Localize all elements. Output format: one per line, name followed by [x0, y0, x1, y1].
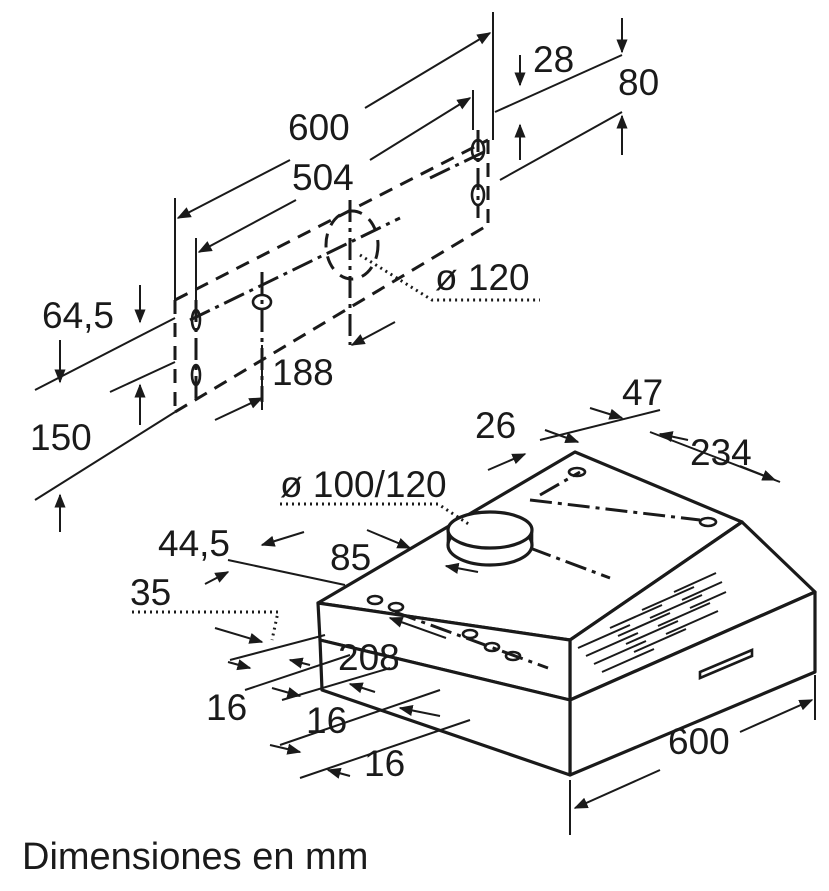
dim-150: 150 [30, 417, 92, 458]
dim-16-c: 16 [364, 743, 405, 784]
dim-188: 188 [272, 352, 334, 393]
dim-600-top: 600 [288, 107, 350, 148]
wall-template [34, 12, 628, 532]
dim-35: 35 [130, 572, 171, 613]
hood-body [316, 450, 817, 777]
dim-diameter-120: ø 120 [435, 257, 530, 298]
dim-208: 208 [338, 637, 400, 678]
hood-dimensions [132, 407, 816, 835]
dim-80: 80 [618, 62, 659, 103]
dim-diameter-100-120: ø 100/120 [280, 464, 447, 505]
dim-47: 47 [622, 372, 663, 413]
dim-16-a: 16 [206, 687, 247, 728]
dim-234: 234 [690, 432, 752, 473]
dim-44-5: 44,5 [158, 523, 230, 564]
dim-16-b: 16 [306, 700, 347, 741]
dimension-labels: 600 504 28 80 64,5 150 188 ø 120 47 26 2… [30, 39, 752, 784]
caption: Dimensiones en mm [22, 836, 369, 878]
dim-28: 28 [533, 39, 574, 80]
dim-26: 26 [475, 405, 516, 446]
dim-85: 85 [330, 537, 371, 578]
dim-64-5: 64,5 [42, 295, 114, 336]
dim-504: 504 [292, 157, 354, 198]
dim-600-hood: 600 [668, 721, 730, 762]
